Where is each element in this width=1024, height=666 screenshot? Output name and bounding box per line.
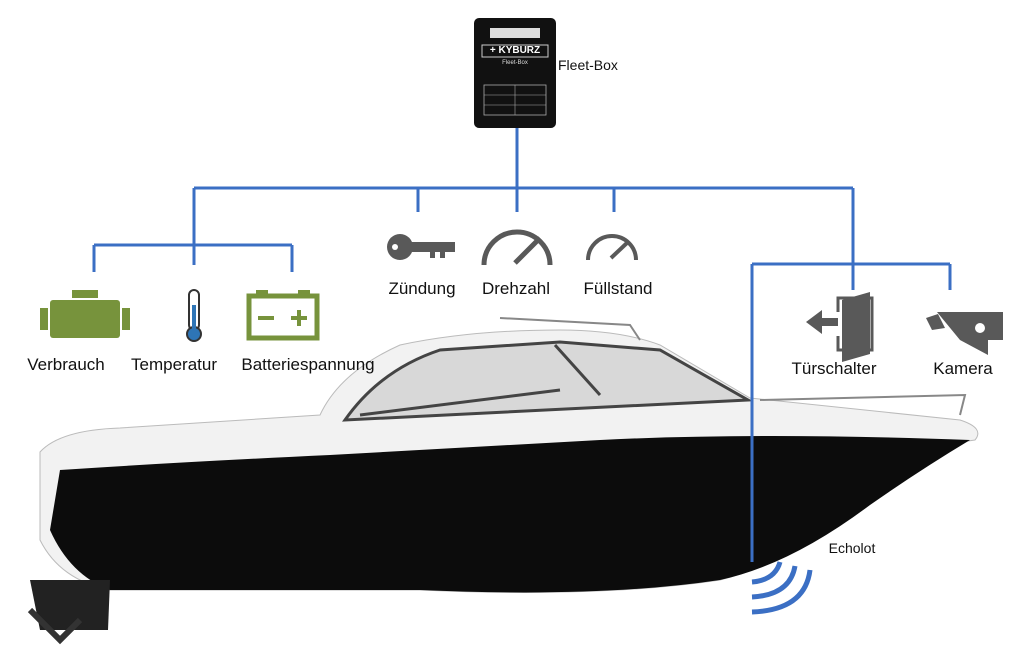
sensor-label-batteriespannung: Batteriespannung	[241, 355, 375, 374]
sensor-label-zuendung: Zündung	[388, 279, 456, 298]
device-caption: Fleet-Box	[502, 60, 528, 66]
sensor-label-drehzahl: Drehzahl	[481, 279, 551, 298]
brand-name: KYBURZ	[498, 45, 541, 56]
sensor-label-verbrauch: Verbrauch	[27, 355, 105, 374]
sensor-label-fuellstand: Füllstand	[583, 279, 653, 298]
sonar-waves-icon	[751, 561, 813, 615]
door-icon	[806, 292, 874, 362]
outboard-motor	[30, 580, 110, 630]
thermometer-icon	[186, 289, 202, 342]
hull	[50, 436, 970, 593]
kyburz-logo: + KYBURZ	[482, 45, 548, 57]
fleet-box-label: Fleet-Box	[558, 57, 618, 73]
sensor-label-kamera: Kamera	[933, 359, 993, 378]
sensor-label-temperatur: Temperatur	[131, 355, 217, 374]
battery-icon	[246, 290, 320, 341]
sensor-label-tuerschalter: Türschalter	[791, 359, 877, 378]
fuel-gauge-icon	[586, 234, 638, 261]
tachometer-icon	[481, 229, 553, 266]
engine-icon	[40, 290, 130, 338]
camera-icon	[926, 312, 1003, 355]
key-icon	[387, 234, 455, 260]
connection-lines	[92, 128, 952, 562]
sensor-label-echolot: Echolot	[828, 540, 876, 556]
plus-mark: +	[489, 45, 499, 56]
boat-illustration	[27, 317, 979, 645]
fleet-box-device	[474, 18, 556, 128]
